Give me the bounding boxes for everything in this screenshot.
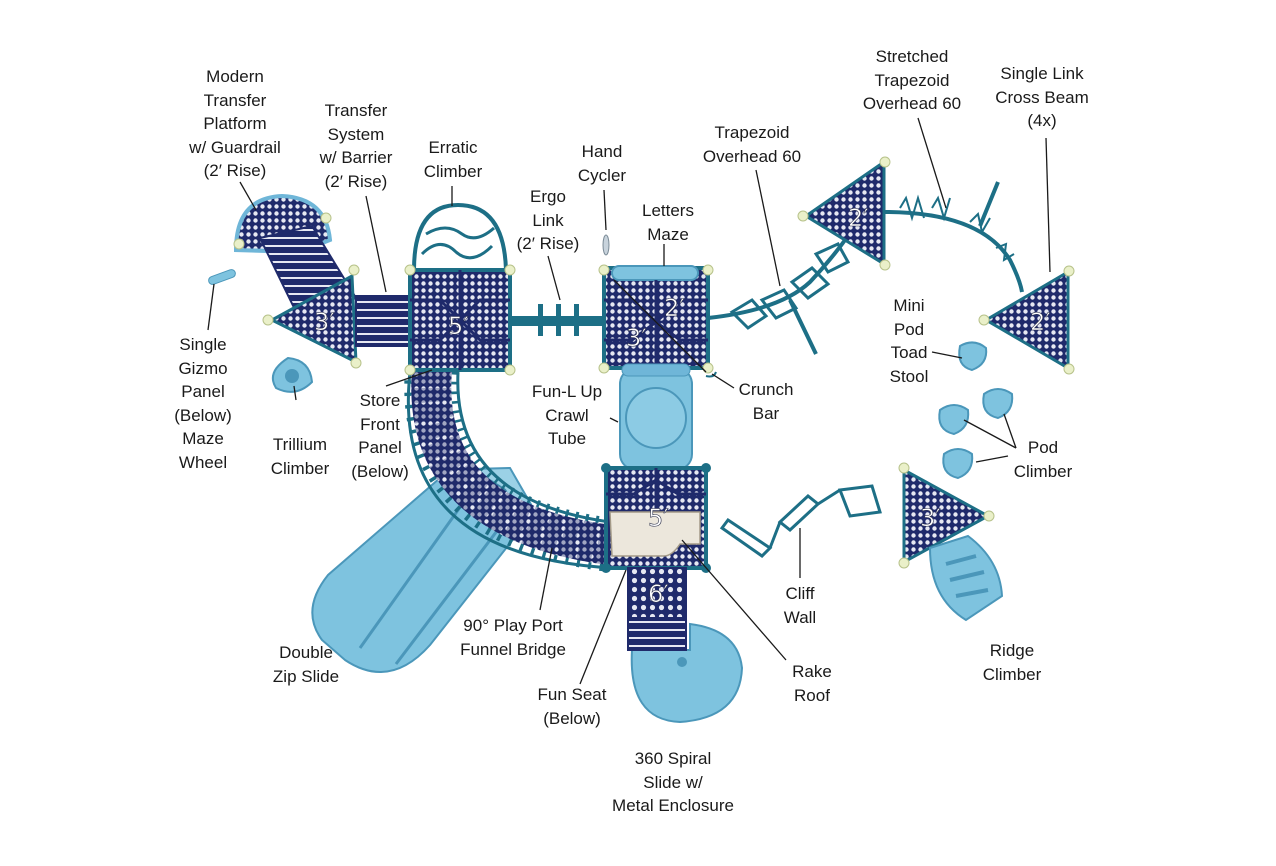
transfer-platform-shape bbox=[233, 193, 413, 369]
label-stretched-trapezoid: Stretched Trapezoid Overhead 60 bbox=[862, 47, 962, 113]
label-transfer-system: Transfer System w/ Barrier (2′ Rise) bbox=[319, 101, 393, 191]
pod-shapes bbox=[938, 341, 1014, 480]
label-hand-cycler: Hand Cycler bbox=[577, 142, 627, 185]
label-crunch-bar: Crunch Bar bbox=[738, 380, 794, 423]
label-erratic-climber: Erratic Climber bbox=[423, 138, 483, 181]
label-mini-pod-toad-stool: Mini Pod Toad Stool bbox=[889, 296, 929, 386]
deck-height: 2′ bbox=[1030, 308, 1051, 336]
leader-lines bbox=[207, 117, 1051, 685]
label-double-zip-slide: Double Zip Slide bbox=[272, 643, 340, 686]
deck-height: 6′ bbox=[648, 580, 669, 608]
spiral-slide-shape bbox=[627, 567, 744, 724]
rake-roof-tower-shape bbox=[601, 463, 711, 573]
label-pod-climber: Pod Climber bbox=[1013, 438, 1073, 481]
label-spiral-slide: 360 Spiral Slide w/ Metal Enclosure bbox=[612, 749, 734, 815]
erratic-climber-shape bbox=[412, 202, 508, 271]
funnel-bridge-shape bbox=[404, 367, 614, 572]
letters-tower-shape bbox=[598, 234, 717, 378]
deck-height: 3′ bbox=[626, 324, 647, 352]
deck-height: 5′ bbox=[448, 312, 469, 340]
ridge-shape bbox=[898, 462, 1004, 622]
label-ergo-link: Ergo Link (2′ Rise) bbox=[516, 187, 580, 253]
trapezoid-overhead-shape bbox=[707, 216, 862, 355]
deck-height: 2′ bbox=[664, 294, 685, 322]
ergo-link-shape bbox=[510, 304, 610, 336]
label-ridge-climber: Ridge Climber bbox=[982, 641, 1042, 684]
trapezoid-deck-b-shape bbox=[978, 265, 1075, 375]
label-letters-maze: Letters Maze bbox=[642, 201, 694, 244]
label-single-link-cross-beam: Single Link Cross Beam (4x) bbox=[995, 64, 1089, 130]
label-funnel-bridge: 90° Play Port Funnel Bridge bbox=[460, 616, 566, 659]
cliff-wall-shape bbox=[719, 484, 882, 558]
label-cliff-wall: Cliff Wall bbox=[783, 584, 817, 627]
label-trapezoid-overhead: Trapezoid Overhead 60 bbox=[702, 123, 802, 166]
label-fun-seat: Fun Seat (Below) bbox=[537, 685, 607, 728]
deck-height: 3′ bbox=[920, 504, 941, 532]
gizmo-panel-shape bbox=[208, 269, 236, 285]
label-single-gizmo-panel: Single Gizmo Panel (Below) Maze Wheel bbox=[174, 335, 232, 472]
label-modern-transfer-platform: Modern Transfer Platform w/ Guardrail (2… bbox=[189, 67, 281, 180]
trillium-climber-shape bbox=[272, 356, 314, 393]
label-store-front-panel: Store Front Panel (Below) bbox=[351, 391, 409, 481]
deck-height: 5′ bbox=[648, 504, 669, 532]
label-trillium-climber: Trillium Climber bbox=[270, 435, 330, 478]
deck-height: 3′ bbox=[314, 308, 335, 336]
erratic-deck-shape bbox=[404, 264, 516, 376]
deck-height: 2′ bbox=[848, 204, 869, 232]
crawl-tube-shape bbox=[619, 363, 693, 471]
label-fun-l-up-crawl-tube: Fun-L Up Crawl Tube bbox=[531, 382, 603, 448]
label-rake-roof: Rake Roof bbox=[792, 662, 832, 705]
stretched-trapezoid-shape bbox=[883, 181, 1024, 293]
